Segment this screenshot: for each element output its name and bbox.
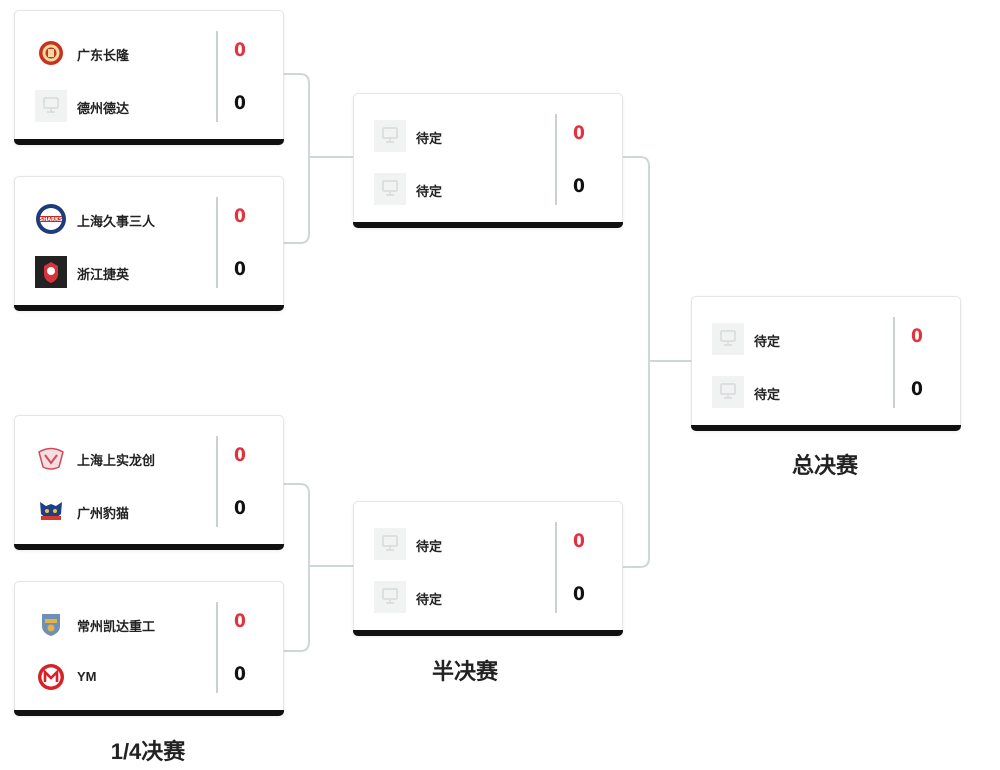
svg-text:SHARKS: SHARKS: [40, 217, 63, 223]
match-card-qf1[interactable]: 广东长隆 0 德州德达 0: [14, 10, 284, 145]
placeholder-logo-icon: [374, 528, 406, 560]
score-divider: [216, 602, 218, 693]
team-name: 待定: [754, 334, 781, 349]
score-divider: [216, 31, 218, 122]
team-name: 德州德达: [77, 101, 130, 116]
team-name: 待定: [416, 184, 443, 199]
team-name: 广州豹猫: [77, 506, 130, 521]
team-name: 上海久事三人: [77, 214, 156, 229]
team-score: 0: [234, 610, 246, 632]
score-divider: [893, 317, 895, 408]
placeholder-logo-icon: [35, 90, 67, 122]
team-score: 0: [573, 583, 585, 605]
team-name: 常州凯达重工: [77, 619, 156, 634]
team-score: 0: [234, 663, 246, 685]
team-row[interactable]: 待定 0: [354, 577, 622, 617]
changzhou-kaida-logo-icon: [35, 608, 67, 640]
team-name: YM: [77, 669, 97, 684]
team-name: 待定: [416, 539, 443, 554]
team-score: 0: [573, 175, 585, 197]
ym-logo-icon: [35, 661, 67, 693]
placeholder-logo-icon: [712, 376, 744, 408]
stage-label-quarterfinal: 1/4决赛: [110, 739, 186, 764]
team-row[interactable]: 德州德达 0: [15, 86, 283, 126]
team-name: 待定: [416, 592, 443, 607]
team-score: 0: [573, 530, 585, 552]
stage-label-semifinal: 半决赛: [431, 659, 498, 684]
placeholder-logo-icon: [712, 323, 744, 355]
shanghai-sharks-logo-icon: SHARKS: [35, 203, 67, 235]
team-row[interactable]: 广东长隆 0: [15, 33, 283, 73]
shanghai-shangshi-logo-icon: [35, 442, 67, 474]
team-name: 待定: [416, 131, 443, 146]
score-divider: [216, 436, 218, 527]
team-row[interactable]: YM 0: [15, 657, 283, 697]
team-score: 0: [234, 444, 246, 466]
team-score: 0: [573, 122, 585, 144]
score-divider: [555, 522, 557, 613]
guangdong-changlong-logo-icon: [35, 37, 67, 69]
team-row[interactable]: 待定 0: [692, 319, 960, 359]
team-row[interactable]: 上海上实龙创 0: [15, 438, 283, 478]
team-score: 0: [234, 92, 246, 114]
match-card-qf2[interactable]: SHARKS 上海久事三人 0 浙江捷英 0: [14, 176, 284, 311]
match-card-final[interactable]: 待定 0 待定 0: [691, 296, 961, 431]
team-name: 待定: [754, 387, 781, 402]
team-score: 0: [911, 325, 923, 347]
team-score: 0: [234, 205, 246, 227]
stage-label-final: 总决赛: [791, 453, 858, 478]
score-divider: [555, 114, 557, 205]
team-row[interactable]: SHARKS 上海久事三人 0: [15, 199, 283, 239]
zhejiang-jieying-logo-icon: [35, 256, 67, 288]
team-row[interactable]: 浙江捷英 0: [15, 252, 283, 292]
team-row[interactable]: 常州凯达重工 0: [15, 604, 283, 644]
team-score: 0: [234, 497, 246, 519]
team-name: 广东长隆: [77, 48, 130, 63]
team-row[interactable]: 广州豹猫 0: [15, 491, 283, 531]
match-card-qf3[interactable]: 上海上实龙创 0 广州豹猫 0: [14, 415, 284, 550]
team-row[interactable]: 待定 0: [354, 116, 622, 156]
team-row[interactable]: 待定 0: [692, 372, 960, 412]
placeholder-logo-icon: [374, 120, 406, 152]
team-name: 浙江捷英: [77, 267, 130, 282]
match-card-sf2[interactable]: 待定 0 待定 0: [353, 501, 623, 636]
placeholder-logo-icon: [374, 173, 406, 205]
match-card-qf4[interactable]: 常州凯达重工 0 YM 0: [14, 581, 284, 716]
team-name: 上海上实龙创: [77, 453, 156, 468]
team-row[interactable]: 待定 0: [354, 524, 622, 564]
placeholder-logo-icon: [374, 581, 406, 613]
score-divider: [216, 197, 218, 288]
team-row[interactable]: 待定 0: [354, 169, 622, 209]
match-card-sf1[interactable]: 待定 0 待定 0: [353, 93, 623, 228]
guangzhou-leopardcat-logo-icon: [35, 495, 67, 527]
team-score: 0: [234, 258, 246, 280]
team-score: 0: [234, 39, 246, 61]
team-score: 0: [911, 378, 923, 400]
